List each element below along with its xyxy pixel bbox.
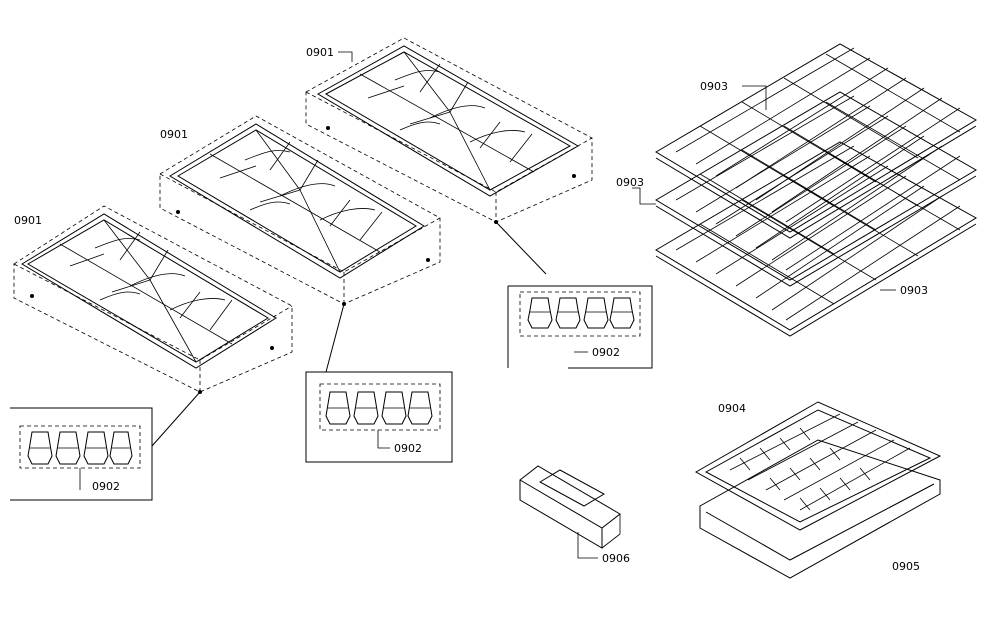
- label-grate-right: 0901: [306, 46, 334, 59]
- knob-box-middle: [305, 303, 453, 463]
- label-rack-bottom: 0903: [900, 284, 928, 297]
- grate-middle: [159, 115, 441, 306]
- label-knobs-left: 0902: [92, 480, 120, 493]
- broil-grid: [694, 401, 942, 531]
- label-grate-left: 0901: [14, 214, 42, 227]
- knob-set-left: [27, 431, 133, 465]
- label-rack-top: 0903: [700, 80, 728, 93]
- grate-right: [305, 37, 593, 224]
- label-broil-grid: 0904: [718, 402, 746, 415]
- label-grate-middle: 0901: [160, 128, 188, 141]
- label-knobs-middle: 0902: [394, 442, 422, 455]
- bracket-part: [519, 465, 621, 559]
- part-labels: 0901 0901 0901 0902 0902 0902 0903 0903 …: [14, 46, 928, 573]
- knob-box-right: [495, 221, 653, 369]
- rack-top: [655, 43, 977, 239]
- knob-set-right: [527, 297, 635, 329]
- knob-set-middle: [325, 391, 433, 425]
- knob-box-left: [10, 391, 201, 501]
- label-bracket: 0906: [602, 552, 630, 565]
- label-knobs-right: 0902: [592, 346, 620, 359]
- grate-left: [13, 205, 293, 394]
- oven-racks: [632, 43, 977, 337]
- label-rack-middle: 0903: [616, 176, 644, 189]
- rack-middle: [655, 91, 977, 287]
- rack-bottom: [655, 141, 977, 337]
- label-broil-pan: 0905: [892, 560, 920, 573]
- broil-pan-assembly: [694, 401, 942, 579]
